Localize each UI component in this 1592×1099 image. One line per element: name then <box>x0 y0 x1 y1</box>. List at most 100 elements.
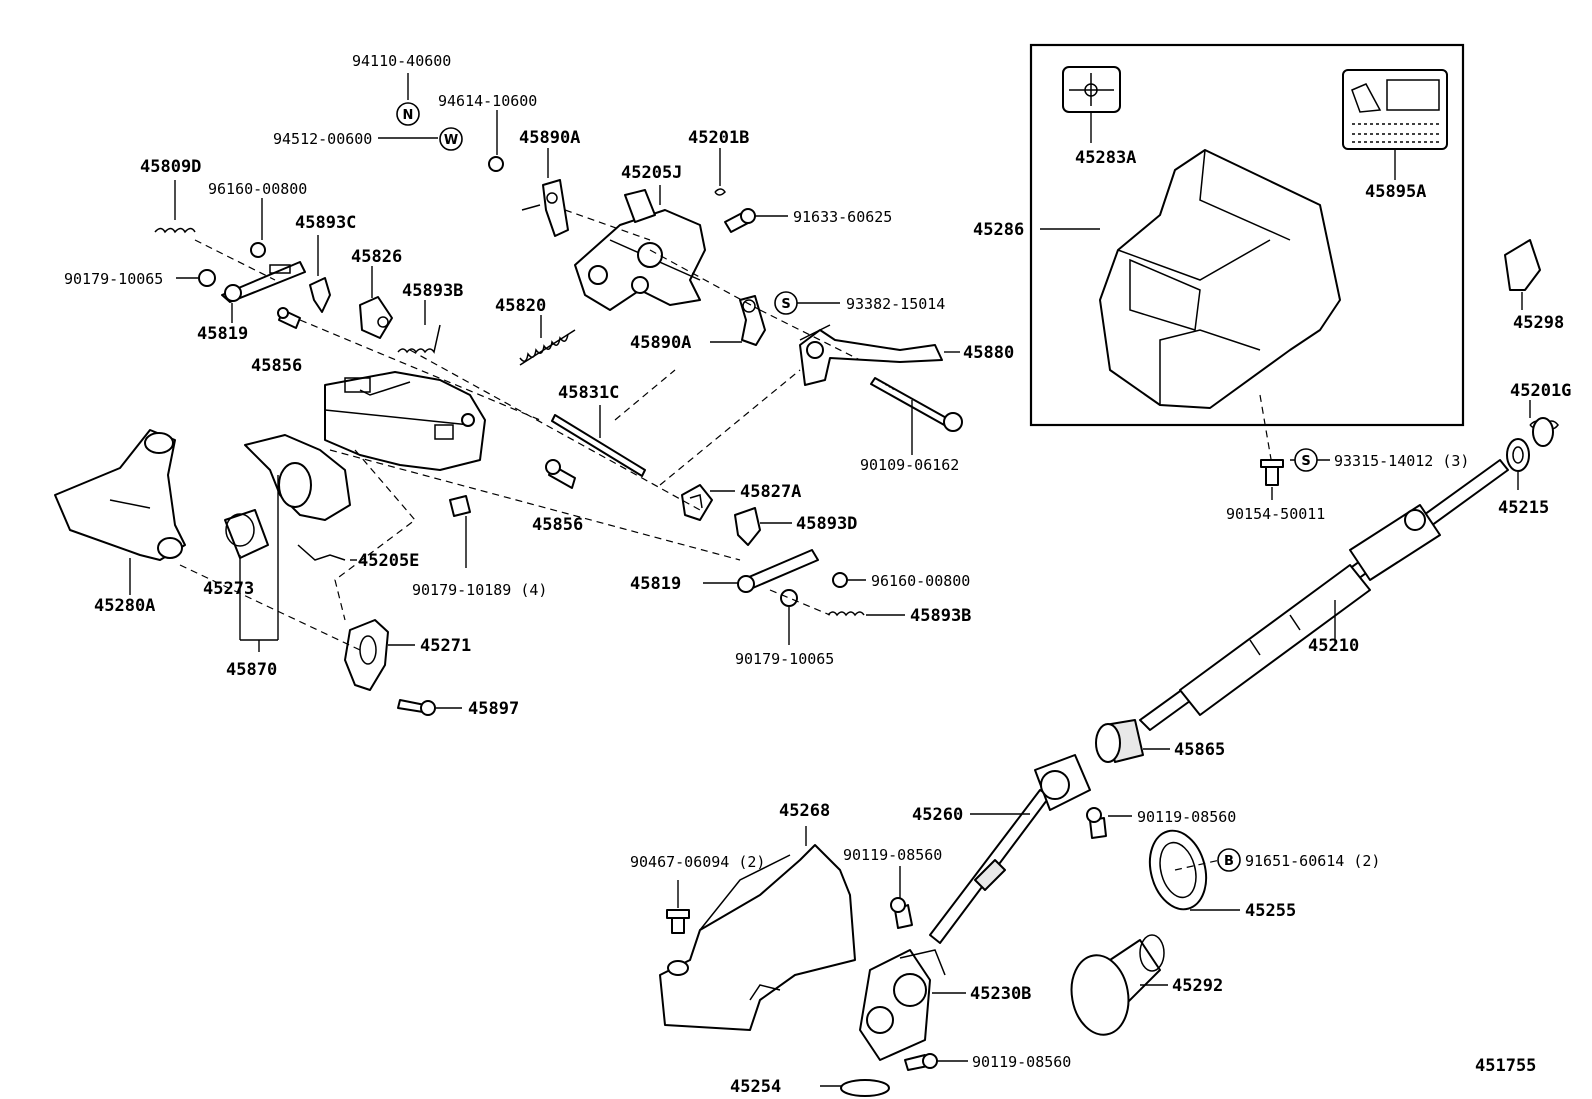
callout-45230b: 45230B <box>970 984 1031 1004</box>
part-45831c-rod <box>551 414 646 477</box>
part-45201g-spring <box>1529 417 1559 447</box>
svg-text:N: N <box>403 108 414 123</box>
callout-45205j: 45205J <box>621 163 682 183</box>
callout-45856-mid: 45856 <box>532 515 583 535</box>
callout-90119-b: 90119-08560 <box>843 846 942 864</box>
part-45271-plate <box>344 619 389 691</box>
part-45273-collar <box>224 509 269 559</box>
part-45298-clip <box>1504 239 1541 291</box>
part-45255-hole-cover <box>1148 829 1208 911</box>
part-90109-bolt <box>870 377 963 432</box>
svg-text:S: S <box>1301 454 1310 469</box>
part-45809d-spring <box>154 227 196 234</box>
part-90179-nut-mid <box>780 589 798 607</box>
part-90154-screw <box>1260 459 1284 486</box>
callout-45254: 45254 <box>730 1077 781 1097</box>
part-45280a-lock-housing <box>54 429 186 561</box>
callout-93382: 93382-15014 <box>846 295 945 313</box>
part-45254-grommet <box>840 1079 890 1097</box>
callout-45826: 45826 <box>351 247 402 267</box>
callout-45870: 45870 <box>226 660 277 680</box>
part-45856-bolt-top <box>277 307 301 329</box>
symbol-s-93315: S <box>1294 448 1318 472</box>
callout-90154: 90154-50011 <box>1226 505 1325 523</box>
callout-45819-top: 45819 <box>197 324 248 344</box>
part-45865-bushing <box>1095 719 1144 763</box>
callout-45286: 45286 <box>973 220 1024 240</box>
part-90179-nut-top <box>198 269 216 287</box>
callout-45893b-mid: 45893B <box>910 606 971 626</box>
part-45893c-clip <box>309 277 331 313</box>
callout-45893c: 45893C <box>295 213 356 233</box>
part-90179-10189-nut <box>449 495 471 517</box>
part-96160-nut-top <box>250 242 266 258</box>
callout-45820: 45820 <box>495 296 546 316</box>
callout-45809d: 45809D <box>140 157 201 177</box>
callout-91651: 91651-60614 (2) <box>1245 852 1380 870</box>
callout-90119-c: 90119-08560 <box>972 1053 1071 1071</box>
part-45819-lever-mid <box>737 549 819 593</box>
svg-text:B: B <box>1224 854 1234 869</box>
callout-45893d: 45893D <box>796 514 857 534</box>
callout-45893b-top: 45893B <box>402 281 463 301</box>
callout-45283a: 45283A <box>1075 148 1136 168</box>
callout-94512: 94512-00600 <box>273 130 372 148</box>
callout-94110: 94110-40600 <box>352 52 451 70</box>
part-45897-bolt <box>397 699 436 716</box>
callout-45201g: 45201G <box>1510 381 1571 401</box>
callout-45210: 45210 <box>1308 636 1359 656</box>
callout-90179-10189: 90179-10189 (4) <box>412 581 547 599</box>
part-45880-tilt-lever <box>799 324 943 386</box>
callout-96160-mid: 96160-00800 <box>871 572 970 590</box>
symbol-w: W <box>439 127 463 151</box>
part-45215-bearing <box>1506 438 1530 472</box>
callout-45897: 45897 <box>468 699 519 719</box>
callout-45890a-top: 45890A <box>519 128 580 148</box>
callout-45831c: 45831C <box>558 383 619 403</box>
part-45826-cam <box>359 296 393 339</box>
callout-45890a-mid: 45890A <box>630 333 691 353</box>
part-45210-main-shaft <box>1139 459 1509 731</box>
callout-45895a: 45895A <box>1365 182 1426 202</box>
callout-45255: 45255 <box>1245 901 1296 921</box>
callout-45215: 45215 <box>1498 498 1549 518</box>
part-90467-bolt <box>666 909 690 934</box>
callout-93315: 93315-14012 (3) <box>1334 452 1469 470</box>
callout-45271: 45271 <box>420 636 471 656</box>
part-45201b-clip <box>714 188 726 196</box>
part-column-housing <box>244 371 486 521</box>
callout-45280a: 45280A <box>94 596 155 616</box>
part-45230b-universal-joint <box>859 949 946 1061</box>
callout-90467: 90467-06094 (2) <box>630 853 765 871</box>
svg-text:W: W <box>444 133 458 148</box>
callout-45205e: 45205E <box>358 551 419 571</box>
part-96160-nut-mid <box>832 572 848 588</box>
part-45205j-tilt-bracket <box>574 189 706 311</box>
part-45895a-label-sticker <box>1342 69 1448 150</box>
callout-45298: 45298 <box>1513 313 1564 333</box>
callout-45260: 45260 <box>912 805 963 825</box>
symbol-s-93382: S <box>774 291 798 315</box>
part-45893b-spring-top <box>397 324 441 354</box>
callout-91633: 91633-60625 <box>793 208 892 226</box>
part-45890a-lever-mid <box>739 295 766 346</box>
part-45205e-wire-clip <box>297 544 346 561</box>
part-45286-column-cover <box>1099 149 1341 409</box>
callout-90179-mid: 90179-10065 <box>735 650 834 668</box>
figure-id: 451755 <box>1475 1056 1536 1076</box>
callout-45865: 45865 <box>1174 740 1225 760</box>
part-91633-bolt <box>724 208 756 233</box>
part-45819-lever-top <box>221 261 306 303</box>
callout-45819-mid: 45819 <box>630 574 681 594</box>
callout-45268: 45268 <box>779 801 830 821</box>
inset-box <box>1029 43 1465 427</box>
symbol-n: N <box>396 102 420 126</box>
part-45268-bracket <box>659 844 856 1031</box>
callout-45292: 45292 <box>1172 976 1223 996</box>
part-45820-spring <box>519 329 576 366</box>
part-45292-boot <box>1070 934 1165 1036</box>
callout-90179-top: 90179-10065 <box>64 270 163 288</box>
part-45260-intermediate-shaft <box>929 754 1091 944</box>
part-90119-bolt-a <box>1086 807 1107 839</box>
